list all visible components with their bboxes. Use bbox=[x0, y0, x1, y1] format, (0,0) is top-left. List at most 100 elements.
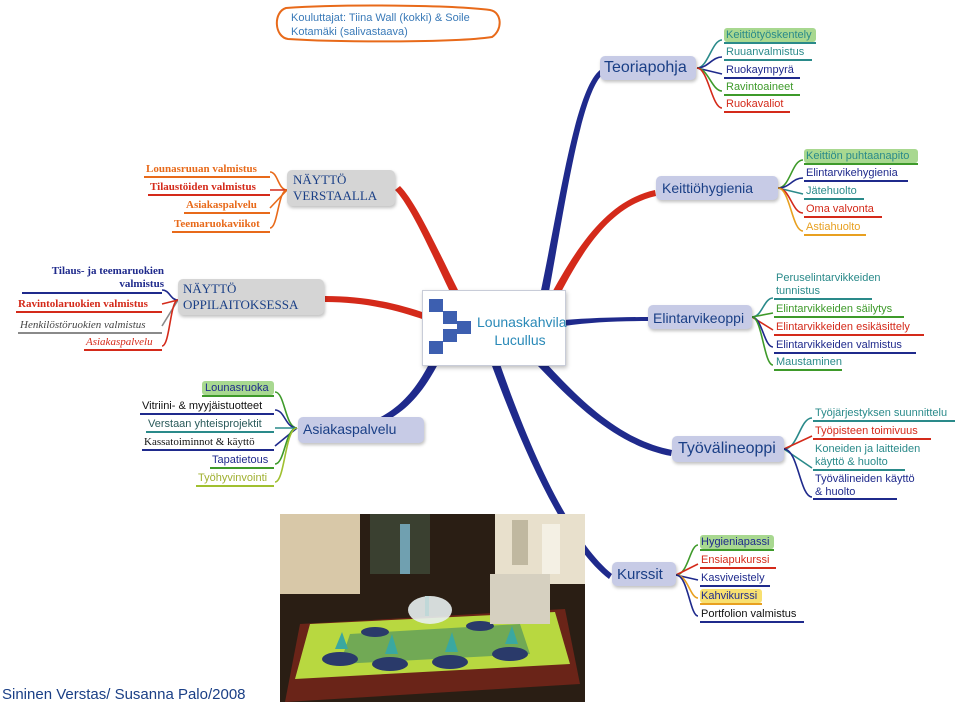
underline bbox=[724, 111, 790, 113]
leaf-ruuanvalmistus[interactable]: Ruuanvalmistus bbox=[726, 46, 805, 58]
underline bbox=[774, 334, 924, 336]
topic-elintarvikeoppi-label: Elintarvikeoppi bbox=[653, 310, 745, 326]
link-keittiohygienia bbox=[548, 190, 656, 302]
leaf-hygieniapassi[interactable]: Hygieniapassi bbox=[701, 536, 770, 548]
leaf-tyopisteen-toimivuus[interactable]: Työpisteen toimivuus bbox=[815, 425, 918, 437]
leaf-henkilostoruokien[interactable]: Henkilöstöruokien valmistus bbox=[20, 319, 146, 331]
underline bbox=[804, 180, 908, 182]
underline bbox=[724, 42, 816, 44]
underline bbox=[144, 176, 270, 178]
logo-square bbox=[443, 329, 457, 342]
leaf-oma-valvonta[interactable]: Oma valvonta bbox=[806, 203, 874, 215]
logo-square bbox=[429, 341, 443, 354]
center-node[interactable]: Lounaskahvila Lucullus bbox=[422, 290, 567, 366]
topic-keittiohygienia[interactable] bbox=[656, 176, 778, 200]
topic-naytto-verstaalla-label: NÄYTTÖ VERSTAALLA bbox=[293, 172, 378, 203]
topic-asiakaspalvelu[interactable] bbox=[298, 417, 424, 443]
link-asiakaspalvelu bbox=[375, 356, 440, 425]
underline bbox=[813, 420, 955, 422]
leaf-kassatoiminnot[interactable]: Kassatoiminnot & käyttö bbox=[144, 436, 255, 448]
underline bbox=[774, 352, 916, 354]
underline bbox=[202, 395, 274, 397]
leaf-ruokavaliot[interactable]: Ruokavaliot bbox=[726, 98, 784, 110]
topic-tyovalineoppi-label: Työvälineoppi bbox=[678, 440, 776, 457]
center-title-line2: Lucullus bbox=[494, 332, 546, 348]
underline bbox=[724, 77, 800, 79]
dining-table-photo bbox=[280, 514, 585, 702]
logo-square bbox=[457, 321, 471, 334]
underline bbox=[146, 431, 274, 433]
leaf-verstaan-yhteisprojektit[interactable]: Verstaan yhteisprojektit bbox=[148, 418, 262, 430]
leaf-elintarvikehygienia[interactable]: Elintarvikehygienia bbox=[806, 167, 898, 179]
leaf-kasviveistely[interactable]: Kasviveistely bbox=[701, 572, 765, 584]
leaf-keittion-puhtaanapito[interactable]: Keittiön puhtaanapito bbox=[806, 150, 910, 162]
leaf-jatehuolto[interactable]: Jätehuolto bbox=[806, 185, 857, 197]
leaf-lounasruuan-valmistus[interactable]: Lounasruuan valmistus bbox=[146, 163, 257, 175]
topic-teoriapohja-label: Teoriapohja bbox=[604, 59, 687, 76]
topic-elintarvikeoppi[interactable] bbox=[648, 305, 752, 329]
underline bbox=[804, 234, 866, 236]
underline bbox=[184, 212, 270, 214]
leaf-elintarvikkeiden-sailytys[interactable]: Elintarvikkeiden säilytys bbox=[776, 303, 893, 315]
underline bbox=[813, 469, 905, 471]
leaf-peruselintarvikkeiden-tunnistus[interactable]: Peruselintarvikkeiden tunnistus bbox=[776, 272, 881, 297]
leaf-vitriini[interactable]: Vitriini- & myyjäistuotteet bbox=[142, 400, 263, 412]
leaf-ensiapukurssi[interactable]: Ensiapukurssi bbox=[701, 554, 770, 566]
underline bbox=[700, 585, 770, 587]
leaf-teemaruokaviikot[interactable]: Teemaruokaviikot bbox=[174, 218, 260, 230]
underline bbox=[18, 332, 162, 334]
leaf-portfolion-valmistus[interactable]: Portfolion valmistus bbox=[701, 608, 797, 620]
link-tyovalineoppi bbox=[538, 362, 672, 456]
topic-teoriapohja[interactable] bbox=[600, 56, 696, 80]
underline bbox=[700, 549, 774, 551]
leaf-tapatietous[interactable]: Tapatietous bbox=[212, 454, 269, 466]
trainers-note: Kouluttajat: Tiina Wall (kokki) & Soile … bbox=[291, 12, 470, 38]
topic-naytto-oppilaitoksessa[interactable] bbox=[178, 279, 324, 315]
leaf-elintarvikkeiden-valmistus[interactable]: Elintarvikkeiden valmistus bbox=[776, 339, 902, 351]
underline bbox=[700, 621, 804, 623]
underline bbox=[148, 194, 270, 196]
topic-naytto-verstaalla[interactable] bbox=[287, 170, 395, 206]
leaf-tyojarjestyksen-suunnittelu[interactable]: Työjärjestyksen suunnittelu bbox=[815, 407, 948, 419]
leaf-tyovalineiden-kaytto[interactable]: Työvälineiden käyttö & huolto bbox=[815, 473, 915, 498]
leaf-ravintoaineet[interactable]: Ravintoaineet bbox=[726, 81, 794, 93]
link-naytto-oppilaitos bbox=[325, 296, 428, 320]
topic-asiakaspalvelu-label: Asiakaspalvelu bbox=[303, 421, 397, 437]
underline bbox=[84, 349, 162, 351]
underline bbox=[724, 94, 800, 96]
leaf-highlight bbox=[804, 149, 918, 163]
underline bbox=[140, 413, 274, 415]
leaf-tyohyvinvointi[interactable]: Työhyvinvointi bbox=[198, 472, 268, 484]
leaf-elintarvikkeiden-esikasittely[interactable]: Elintarvikkeiden esikäsittely bbox=[776, 321, 910, 333]
underline bbox=[804, 198, 864, 200]
logo-square bbox=[443, 311, 457, 324]
leaf-lounasruoka[interactable]: Lounasruoka bbox=[205, 382, 269, 394]
leaf-highlight bbox=[202, 381, 274, 395]
topic-tyovalineoppi[interactable] bbox=[672, 436, 784, 462]
underline bbox=[774, 369, 842, 371]
leaf-keittiotyoskentely[interactable]: Keittiötyöskentely bbox=[726, 29, 812, 41]
leaf-astiahuolto[interactable]: Astiahuolto bbox=[806, 221, 861, 233]
underline bbox=[172, 231, 270, 233]
leaf-highlight bbox=[700, 589, 762, 603]
leaf-tilaustoiden-valmistus[interactable]: Tilaustöiden valmistus bbox=[150, 181, 256, 193]
link-naytto-verstas bbox=[395, 186, 458, 292]
underline bbox=[196, 485, 274, 487]
leaf-ravintolaruokien[interactable]: Ravintolaruokien valmistus bbox=[18, 298, 148, 310]
leaf-koneiden-ja-laitteiden[interactable]: Koneiden ja laitteiden käyttö & huolto bbox=[815, 443, 921, 468]
leaf-asiakaspalvelu-verstas[interactable]: Asiakaspalvelu bbox=[186, 199, 257, 211]
topic-kurssit[interactable] bbox=[612, 562, 676, 586]
leaf-tilaus-ja-teemaruokien[interactable]: Tilaus- ja teemaruokien valmistus bbox=[51, 265, 164, 290]
underline bbox=[774, 316, 904, 318]
link-teoriapohja bbox=[540, 70, 601, 297]
leaf-maustaminen[interactable]: Maustaminen bbox=[776, 356, 843, 368]
leaf-ruokaympyra[interactable]: Ruokaympyrä bbox=[726, 64, 794, 76]
leaf-highlight bbox=[700, 535, 774, 549]
topic-keittiohygienia-label: Keittiöhygienia bbox=[662, 180, 754, 196]
leaf-asiakaspalvelu-oppilaitos[interactable]: Asiakaspalvelu bbox=[86, 336, 153, 348]
underline bbox=[700, 603, 762, 605]
underline bbox=[22, 292, 162, 294]
leaf-kahvikurssi[interactable]: Kahvikurssi bbox=[701, 590, 758, 602]
logo-square bbox=[429, 299, 443, 312]
